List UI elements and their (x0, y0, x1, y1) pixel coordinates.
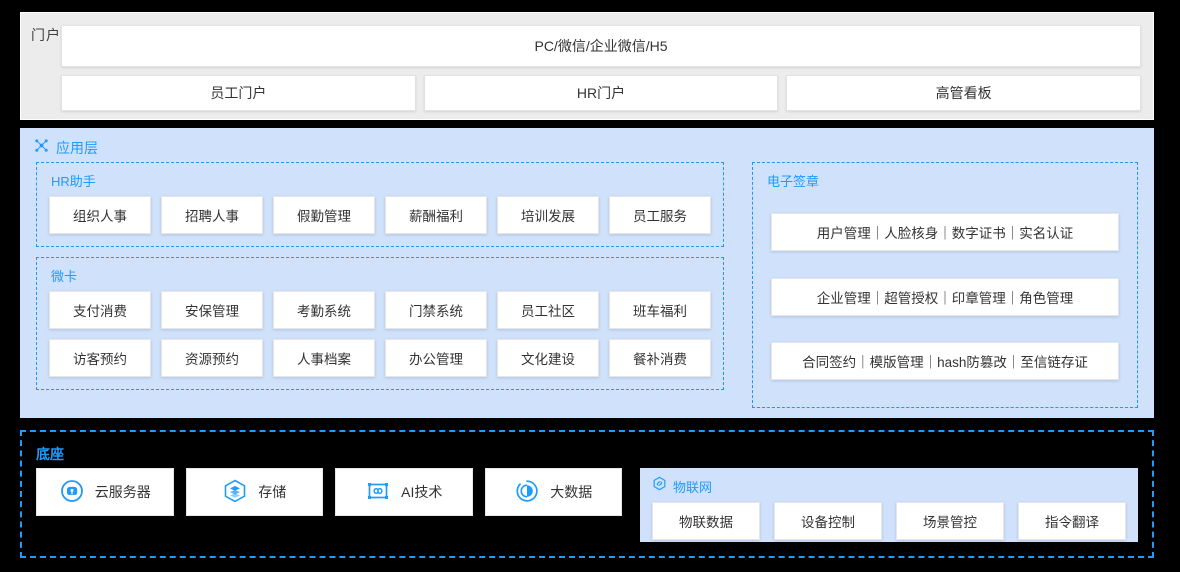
application-layer-header: 应用层 (34, 138, 98, 158)
cloud-server-icon (59, 478, 85, 507)
infra-card-ai-label: AI技术 (401, 484, 443, 500)
infra-card-cloud-server-label: 云服务器 (94, 484, 151, 500)
esign-row-1[interactable]: 企业管理｜超管授权｜印章管理｜角色管理 (771, 277, 1119, 316)
infra-card-ai[interactable]: AI技术 (335, 468, 473, 516)
group-esign-rows: 用户管理｜人脸核身｜数字证书｜实名认证 企业管理｜超管授权｜印章管理｜角色管理 … (765, 196, 1125, 395)
group-hr-assistant: HR助手 组织人事 招聘人事 假勤管理 薪酬福利 培训发展 员工服务 (36, 162, 724, 247)
esign-row-2[interactable]: 合同签约｜模版管理｜hash防篡改｜至信链存证 (771, 342, 1119, 381)
infra-card-big-data[interactable]: 大数据 (484, 468, 622, 516)
tile-mc-1[interactable]: 安保管理 (161, 291, 263, 329)
portal-card-row: 员工门户 HR门户 高管看板 (61, 75, 1142, 111)
tile-mc-9[interactable]: 办公管理 (385, 339, 487, 377)
portal-channel-bar: PC/微信/企业微信/H5 (61, 25, 1141, 67)
iot-panel-title: 物联网 (673, 479, 713, 495)
tile-hr-2[interactable]: 假勤管理 (273, 196, 375, 234)
infra-card-storage[interactable]: 存储 (185, 468, 323, 516)
tile-mc-8[interactable]: 人事档案 (273, 339, 375, 377)
group-micro-card-tiles: 支付消费 安保管理 考勤系统 门禁系统 员工社区 班车福利 访客预约 资源预约 … (49, 291, 711, 377)
group-micro-card: 微卡 支付消费 安保管理 考勤系统 门禁系统 员工社区 班车福利 访客预约 资源… (36, 257, 724, 390)
tile-hr-4[interactable]: 培训发展 (497, 196, 599, 234)
tile-mc-7[interactable]: 资源预约 (161, 339, 263, 377)
portal-layer-label: 门户 (31, 27, 61, 43)
foundation-layer-label: 底座 (36, 446, 64, 462)
esign-row-0[interactable]: 用户管理｜人脸核身｜数字证书｜实名认证 (771, 212, 1119, 251)
tile-mc-2[interactable]: 考勤系统 (273, 291, 375, 329)
foundation-layer: 底座 云服务器 (20, 430, 1154, 558)
application-left-column: HR助手 组织人事 招聘人事 假勤管理 薪酬福利 培训发展 员工服务 微卡 支付… (36, 162, 724, 408)
tile-hr-5[interactable]: 员工服务 (609, 196, 711, 234)
infra-card-big-data-label: 大数据 (550, 484, 593, 500)
tile-mc-4[interactable]: 员工社区 (497, 291, 599, 329)
tile-hr-3[interactable]: 薪酬福利 (385, 196, 487, 234)
portal-inner: PC/微信/企业微信/H5 员工门户 HR门户 高管看板 (61, 25, 1142, 111)
infra-card-storage-label: 存储 (258, 484, 287, 500)
infra-card-cloud-server[interactable]: 云服务器 (36, 468, 174, 516)
foundation-body: 云服务器 存储 (36, 468, 1138, 542)
iot-tile-3[interactable]: 指令翻译 (1018, 502, 1126, 540)
tile-mc-3[interactable]: 门禁系统 (385, 291, 487, 329)
portal-card-executive[interactable]: 高管看板 (786, 75, 1142, 111)
portal-layer: 门户 PC/微信/企业微信/H5 员工门户 HR门户 高管看板 (20, 12, 1154, 120)
application-layer-body: HR助手 组织人事 招聘人事 假勤管理 薪酬福利 培训发展 员工服务 微卡 支付… (36, 162, 1138, 408)
storage-layers-icon (222, 478, 248, 507)
application-layer: 应用层 HR助手 组织人事 招聘人事 假勤管理 薪酬福利 培训发展 员工服务 (20, 128, 1154, 418)
application-layer-title: 应用层 (56, 140, 98, 156)
tile-mc-6[interactable]: 访客预约 (49, 339, 151, 377)
application-right-column: 电子签章 用户管理｜人脸核身｜数字证书｜实名认证 企业管理｜超管授权｜印章管理｜… (752, 162, 1138, 408)
iot-tile-1[interactable]: 设备控制 (774, 502, 882, 540)
iot-panel: 物联网 物联数据 设备控制 场景管控 指令翻译 (640, 468, 1138, 542)
iot-tile-2[interactable]: 场景管控 (896, 502, 1004, 540)
network-nodes-icon (34, 138, 49, 158)
iot-tile-grid: 物联数据 设备控制 场景管控 指令翻译 (652, 502, 1126, 540)
group-hr-assistant-title: HR助手 (51, 174, 96, 189)
tile-hr-0[interactable]: 组织人事 (49, 196, 151, 234)
tile-mc-5[interactable]: 班车福利 (609, 291, 711, 329)
big-data-icon (514, 478, 540, 507)
group-esign-title: 电子签章 (767, 174, 820, 189)
portal-card-employee[interactable]: 员工门户 (61, 75, 416, 111)
portal-card-hr[interactable]: HR门户 (423, 75, 779, 111)
tile-mc-0[interactable]: 支付消费 (49, 291, 151, 329)
iot-panel-header: 物联网 (652, 476, 1126, 496)
iot-hex-icon (652, 476, 667, 496)
tile-mc-11[interactable]: 餐补消费 (609, 339, 711, 377)
iot-tile-0[interactable]: 物联数据 (652, 502, 760, 540)
ai-infinity-icon (365, 478, 391, 507)
infrastructure-card-group: 云服务器 存储 (36, 468, 622, 542)
group-hr-assistant-tiles: 组织人事 招聘人事 假勤管理 薪酬福利 培训发展 员工服务 (49, 196, 711, 234)
tile-mc-10[interactable]: 文化建设 (497, 339, 599, 377)
group-micro-card-title: 微卡 (51, 269, 78, 284)
tile-hr-1[interactable]: 招聘人事 (161, 196, 263, 234)
group-esign: 电子签章 用户管理｜人脸核身｜数字证书｜实名认证 企业管理｜超管授权｜印章管理｜… (752, 162, 1138, 408)
